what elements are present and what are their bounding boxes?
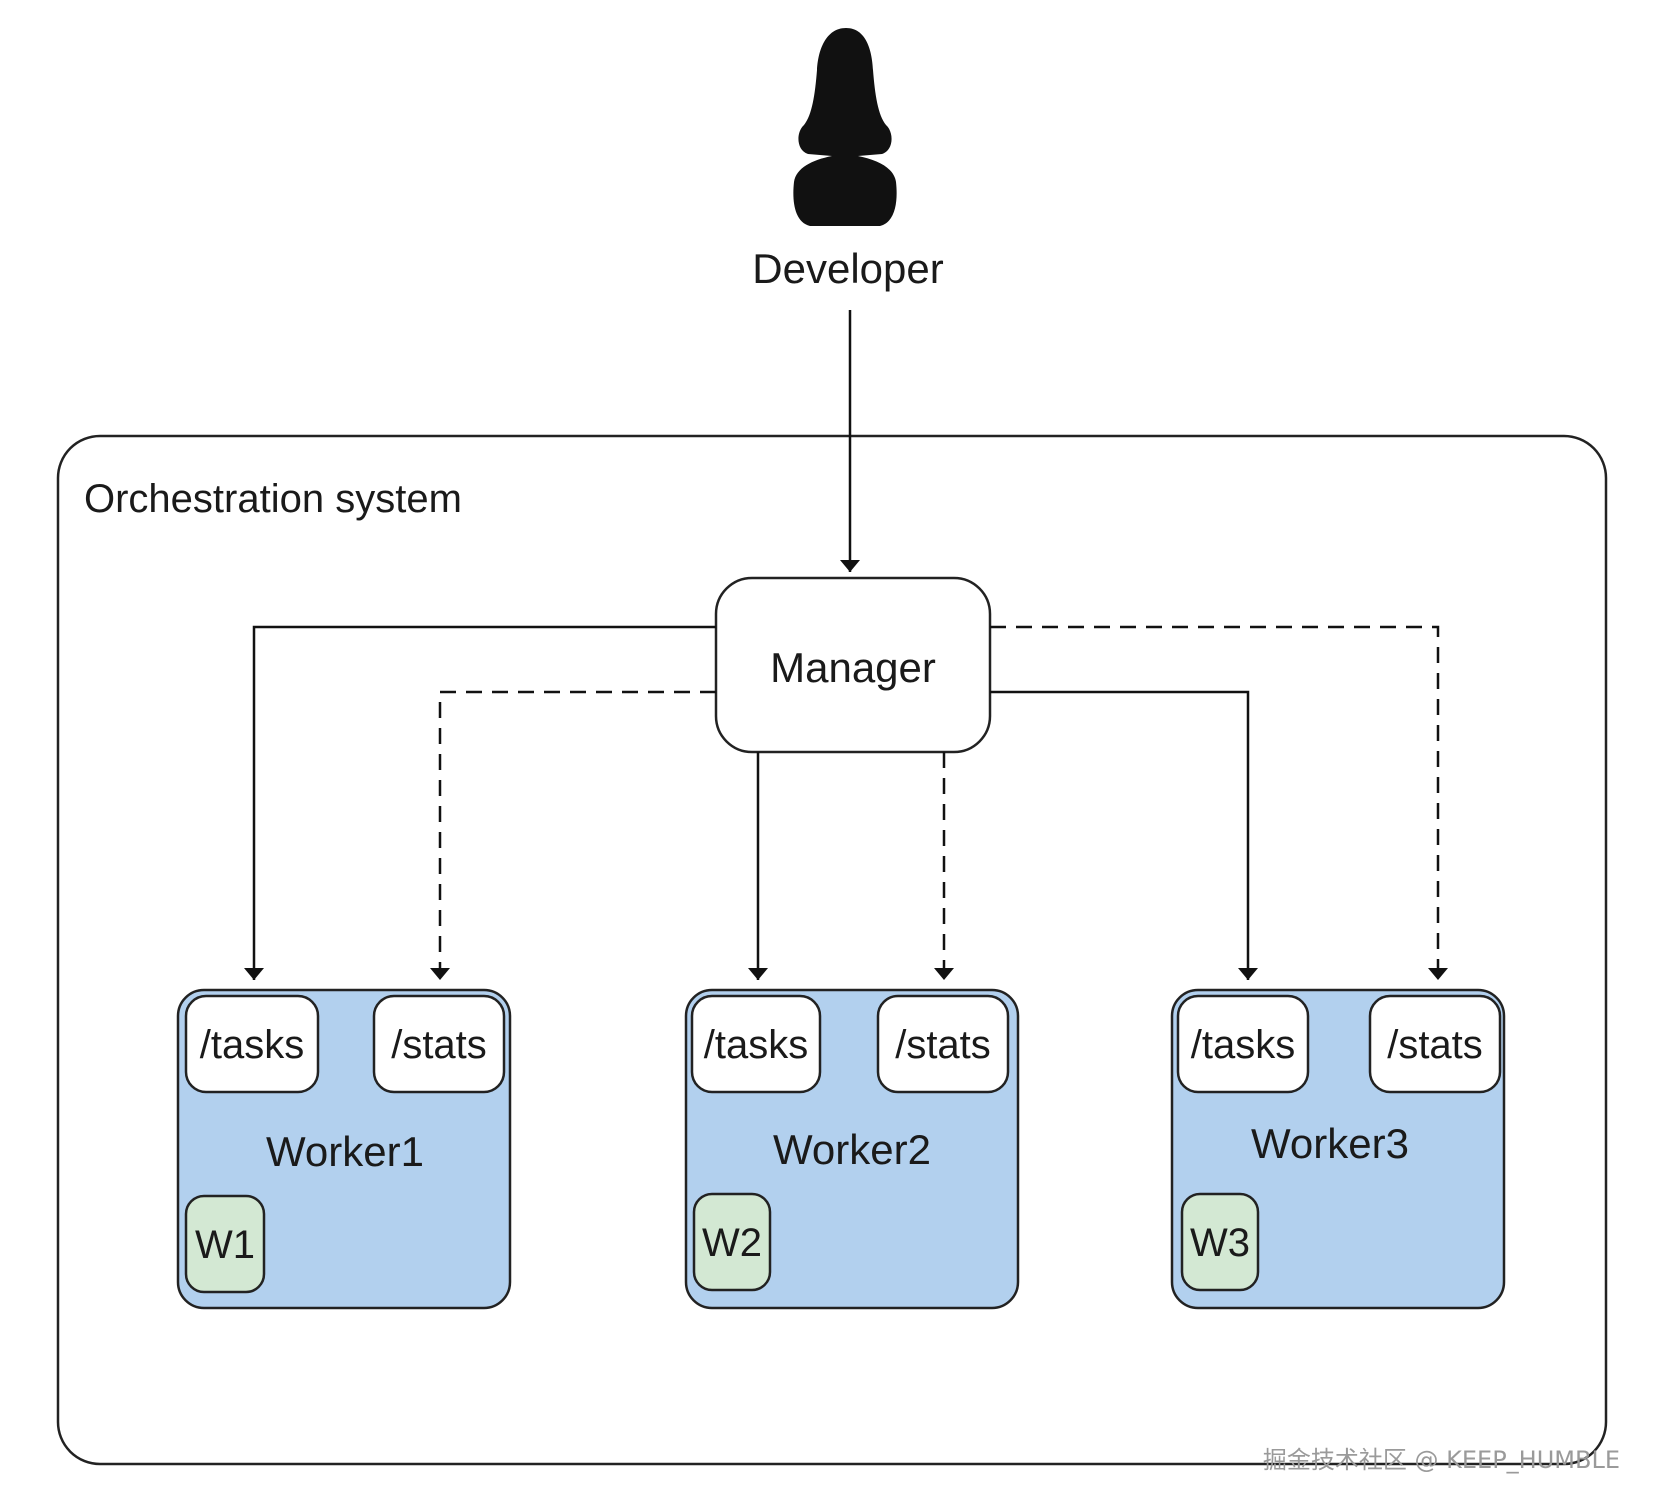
worker2-label: Worker2 [773, 1126, 931, 1173]
worker1-stats-endpoint: /stats [372, 994, 506, 1094]
endpoint-label: /stats [895, 1023, 991, 1067]
worker2-node: /tasks /stats Worker2 W2 [684, 988, 1020, 1310]
badge-label: W3 [1190, 1221, 1250, 1265]
worker3-tasks-endpoint: /tasks [1176, 994, 1310, 1094]
manager-to-worker1-stats-arrow [430, 690, 716, 980]
endpoint-label: /tasks [704, 1023, 808, 1067]
worker3-node: /tasks /stats Worker3 W3 [1170, 988, 1506, 1310]
person-icon [793, 28, 897, 226]
worker3-badge: W3 [1180, 1192, 1260, 1292]
worker1-node: /tasks /stats Worker1 W1 [176, 988, 512, 1310]
worker2-stats-endpoint: /stats [876, 994, 1010, 1094]
worker1-badge: W1 [184, 1194, 266, 1294]
worker1-tasks-endpoint: /tasks [184, 994, 320, 1094]
manager-to-worker3-tasks-arrow [990, 690, 1258, 980]
manager-to-worker3-stats-arrow [990, 625, 1448, 980]
developer-actor: Developer [752, 28, 944, 292]
endpoint-label: /tasks [200, 1023, 304, 1067]
manager-label: Manager [770, 644, 936, 691]
endpoint-label: /stats [391, 1023, 487, 1067]
badge-label: W1 [195, 1223, 255, 1267]
endpoint-label: /tasks [1191, 1023, 1295, 1067]
watermark-text: 掘金技术社区 @ KEEP_HUMBLE [1263, 1446, 1620, 1474]
worker3-label: Worker3 [1251, 1120, 1409, 1167]
endpoint-label: /stats [1387, 1023, 1483, 1067]
worker1-label: Worker1 [266, 1128, 424, 1175]
system-label: Orchestration system [84, 477, 462, 521]
connectors [244, 625, 1448, 980]
manager-to-worker1-tasks-arrow [244, 625, 716, 980]
badge-label: W2 [702, 1221, 762, 1265]
developer-label: Developer [752, 245, 943, 292]
manager-node: Manager [714, 576, 992, 754]
worker2-badge: W2 [692, 1192, 772, 1292]
worker3-stats-endpoint: /stats [1368, 994, 1502, 1094]
worker2-tasks-endpoint: /tasks [690, 994, 822, 1094]
